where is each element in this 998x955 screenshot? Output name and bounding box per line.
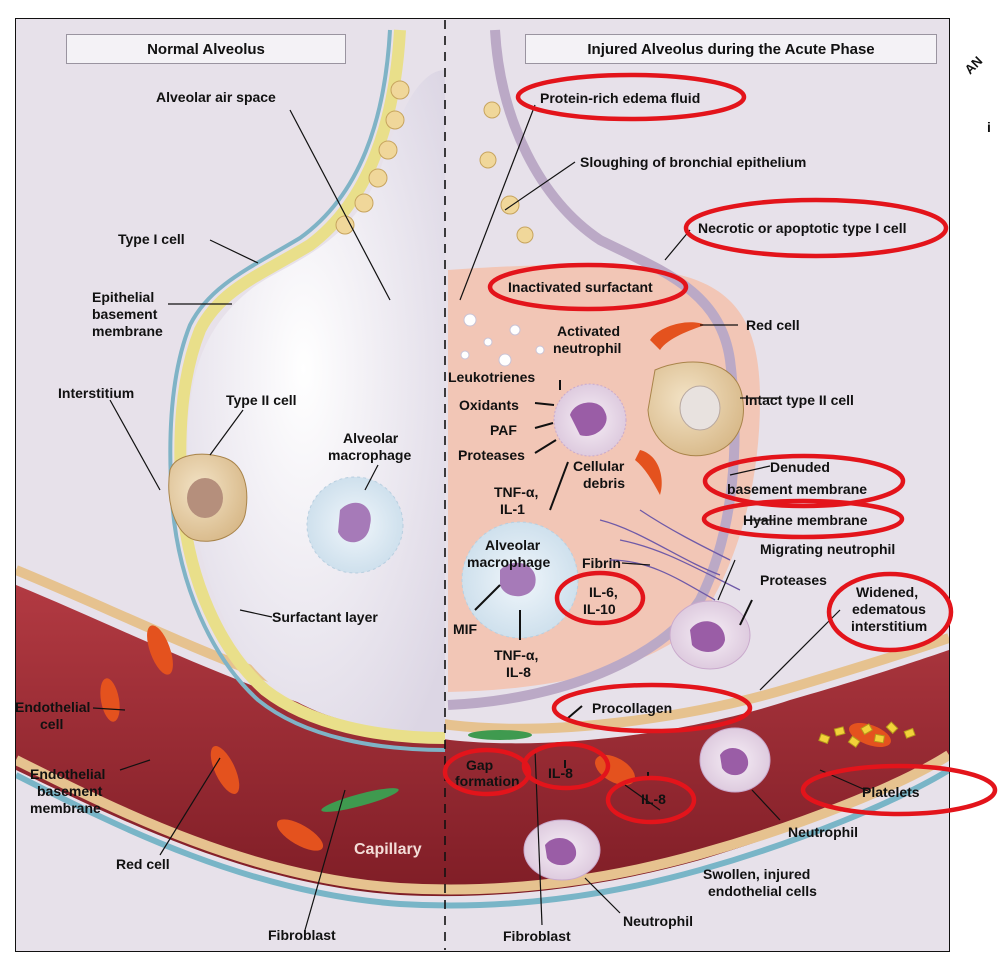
alveolar-macrophage-left (307, 477, 403, 573)
margin-rotated-text: AN (962, 53, 986, 77)
label-protein-rich: Protein-rich edema fluid (540, 90, 700, 106)
label-endothelial-cell-2: cell (40, 716, 63, 732)
label-surfactant-layer: Surfactant layer (272, 609, 378, 625)
fibroblast-cell-right (468, 730, 532, 740)
label-platelets: Platelets (862, 784, 920, 800)
label-alveolar-macrophage-2: macrophage (328, 447, 411, 463)
activated-neutrophil (554, 384, 626, 456)
label-tnf-il8-1: TNF-α, (494, 647, 538, 663)
label-leukotrienes: Leukotrienes (448, 369, 535, 385)
label-inactivated-surfactant: Inactivated surfactant (508, 279, 653, 295)
label-oxidants: Oxidants (459, 397, 519, 413)
label-il6-il10-2: IL-10 (583, 601, 616, 617)
label-proteases: Proteases (458, 447, 525, 463)
label-type-i-cell: Type I cell (118, 231, 185, 247)
margin-fragment: i (987, 119, 991, 135)
migrating-neutrophil (670, 601, 750, 669)
label-il8-a: IL-8 (548, 765, 573, 781)
label-hyaline: Hyaline membrane (743, 512, 868, 528)
label-proteases-2: Proteases (760, 572, 827, 588)
label-fibrin: Fibrin (582, 555, 621, 571)
type-ii-nucleus-left (187, 478, 223, 518)
label-tnf-il1-1: TNF-α, (494, 484, 538, 500)
label-procollagen: Procollagen (592, 700, 672, 716)
label-epithelial-bm-1: Epithelial (92, 289, 154, 305)
label-widened-2: edematous (852, 601, 926, 617)
label-alveolar-macrophage-r1: Alveolar (485, 537, 541, 553)
label-cellular-debris-1: Cellular (573, 458, 625, 474)
label-gap-formation-1: Gap (466, 757, 493, 773)
label-neutrophil-bottom: Neutrophil (623, 913, 693, 929)
label-fibroblast-right: Fibroblast (503, 928, 571, 944)
label-il8-b: IL-8 (641, 791, 666, 807)
label-endothelial-cell-1: Endothelial (15, 699, 90, 715)
label-alveolar-macrophage-1: Alveolar (343, 430, 399, 446)
label-epithelial-bm-2: basement (92, 306, 158, 322)
label-epithelial-bm-3: membrane (92, 323, 163, 339)
label-widened-1: Widened, (856, 584, 918, 600)
label-migrating-neutrophil: Migrating neutrophil (760, 541, 895, 557)
label-denuded-1: Denuded (770, 459, 830, 475)
label-activated-neutrophil-1: Activated (557, 323, 620, 339)
label-endothelial-bm-2: basement (37, 783, 103, 799)
label-alveolar-macrophage-r2: macrophage (467, 554, 550, 570)
label-intact-type-ii: Intact type II cell (745, 392, 854, 408)
label-gap-formation-2: formation (455, 773, 520, 789)
label-tnf-il8-2: IL-8 (506, 664, 531, 680)
label-swollen-1: Swollen, injured (703, 866, 810, 882)
label-il6-il10-1: IL-6, (589, 584, 618, 600)
label-capillary: Capillary (354, 841, 422, 858)
label-swollen-2: endothelial cells (708, 883, 817, 899)
label-tnf-il1-2: IL-1 (500, 501, 525, 517)
label-cellular-debris-2: debris (583, 475, 625, 491)
label-necrotic: Necrotic or apoptotic type I cell (698, 220, 907, 236)
label-endothelial-bm-1: Endothelial (30, 766, 105, 782)
header-normal-alveolus: Normal Alveolus (66, 34, 346, 64)
label-type-ii-cell: Type II cell (226, 392, 297, 408)
header-injured-alveolus: Injured Alveolus during the Acute Phase (525, 34, 937, 64)
label-denuded-2: basement membrane (727, 481, 867, 497)
label-neutrophil-right: Neutrophil (788, 824, 858, 840)
label-endothelial-bm-3: membrane (30, 800, 101, 816)
intact-type-ii-cell (648, 362, 743, 456)
label-red-cell-right: Red cell (746, 317, 800, 333)
label-fibroblast-left: Fibroblast (268, 927, 336, 943)
label-paf: PAF (490, 422, 517, 438)
label-red-cell-left: Red cell (116, 856, 170, 872)
label-mif: MIF (453, 621, 478, 637)
label-sloughing: Sloughing of bronchial epithelium (580, 154, 806, 170)
label-alveolar-air-space: Alveolar air space (156, 89, 276, 105)
label-widened-3: interstitium (851, 618, 927, 634)
label-activated-neutrophil-2: neutrophil (553, 340, 621, 356)
label-interstitium: Interstitium (58, 385, 134, 401)
